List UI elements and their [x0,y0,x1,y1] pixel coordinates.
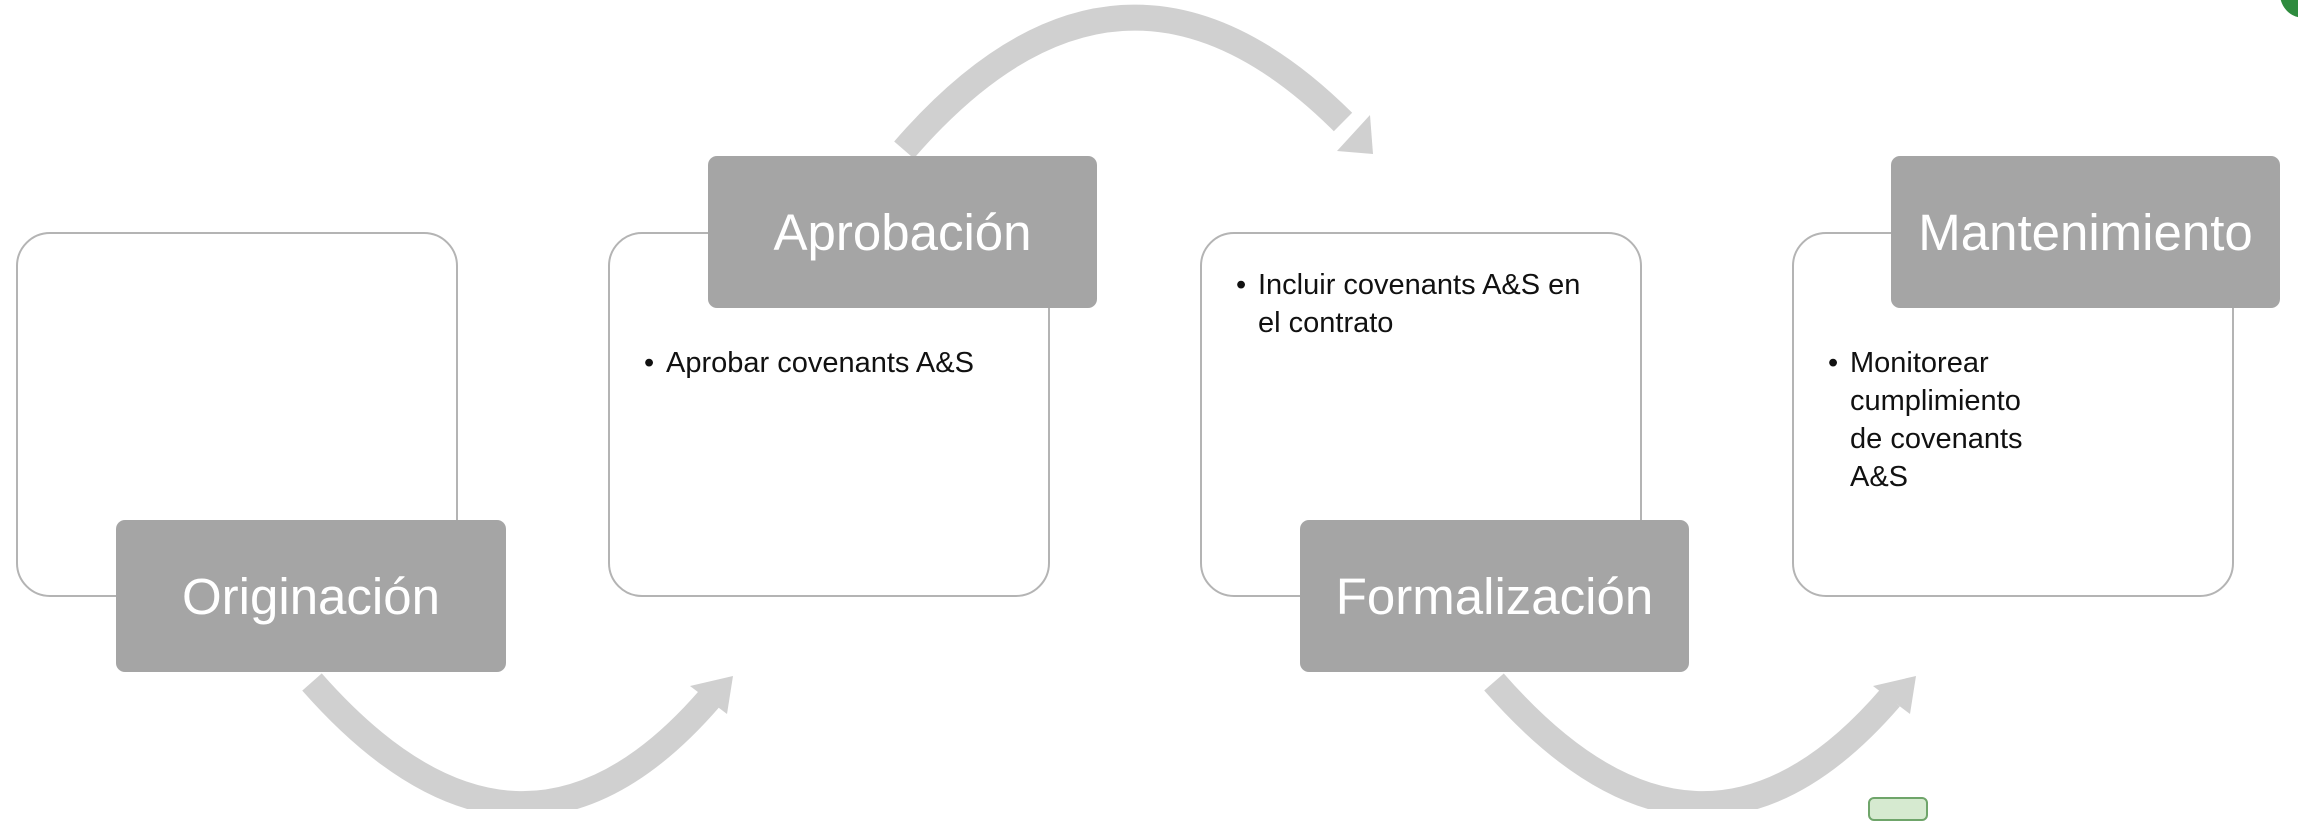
app-icon [1868,797,1928,821]
stage-bullets-formalizacion: Incluir covenants A&S en el contrato [1236,266,1606,342]
stage-label-formalizacion: Formalización [1300,520,1689,672]
curved-arrow-icon [302,673,733,809]
stage-bullets-mantenimiento: Monitorear cumplimiento de covenants A&S [1828,344,2058,496]
stage-label-mantenimiento: Mantenimiento [1891,156,2280,308]
curved-arrow-icon [1484,673,1916,809]
bullet-item: Aprobar covenants A&S [644,344,1024,382]
curved-arrow-icon [894,4,1373,159]
stage-bullets-aprobacion: Aprobar covenants A&S [644,344,1024,382]
stage-label-aprobacion: Aprobación [708,156,1097,308]
stage-label-originacion: Originación [116,520,506,672]
bullet-item: Incluir covenants A&S en el contrato [1236,266,1606,342]
bullet-item: Monitorear cumplimiento de covenants A&S [1828,344,2058,496]
